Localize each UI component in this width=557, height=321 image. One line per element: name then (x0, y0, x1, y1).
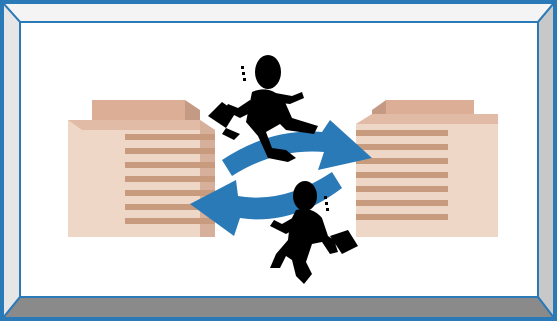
office-building-icon-left (68, 100, 215, 237)
frame-bevel-top (3, 3, 554, 22)
frame-bevel-left (3, 3, 20, 318)
frame-bevel-right (538, 3, 554, 318)
frame-bevel-bottom (3, 297, 554, 318)
office-building-icon-right (356, 100, 498, 237)
